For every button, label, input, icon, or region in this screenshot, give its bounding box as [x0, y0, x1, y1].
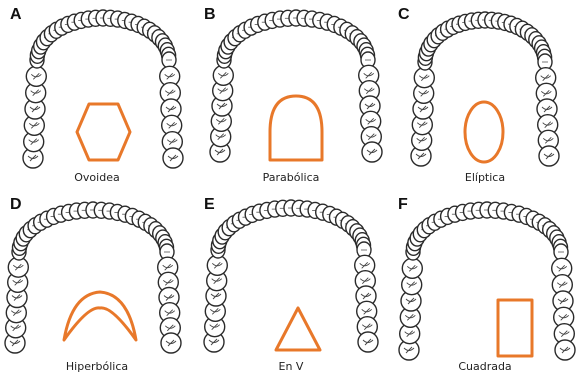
panel-letter: C — [398, 6, 410, 24]
hyperbolic-shape — [64, 292, 136, 340]
panel-letter: E — [204, 196, 215, 214]
dental-arch-d — [0, 190, 194, 379]
panel-letter: D — [10, 196, 22, 214]
dental-arch-a — [0, 0, 194, 189]
dental-arch-c — [388, 0, 582, 189]
panel-f: F Cuadrada — [388, 190, 582, 379]
teeth-arch — [399, 202, 575, 360]
shape-label: Parabólica — [194, 171, 388, 184]
shape-label: Hiperbólica — [0, 360, 194, 373]
dental-arch-b — [194, 0, 388, 189]
panel-a: A Ovoidea — [0, 0, 194, 189]
shape-label: Elíptica — [388, 171, 582, 184]
panel-d: D Hiperbólica — [0, 190, 194, 379]
teeth-arch — [411, 12, 559, 166]
panel-c: C Elíptica — [388, 0, 582, 189]
teeth-arch — [210, 10, 382, 162]
panel-letter: B — [204, 6, 216, 24]
ovoid-hexagon-shape — [77, 104, 130, 160]
v-triangle-shape — [276, 308, 320, 350]
shape-label: En V — [194, 360, 388, 373]
parabolic-arch-shape — [270, 96, 322, 160]
panel-e: E En V — [194, 190, 388, 379]
teeth-arch — [5, 202, 181, 353]
square-shape — [498, 300, 532, 356]
dental-arch-f — [388, 190, 582, 379]
panel-letter: F — [398, 196, 408, 214]
teeth-arch — [23, 10, 183, 168]
elliptic-shape — [465, 102, 503, 162]
teeth-arch — [204, 200, 378, 352]
shape-label: Cuadrada — [388, 360, 582, 373]
shape-label: Ovoidea — [0, 171, 194, 184]
panel-b: B Parabólica — [194, 0, 388, 189]
dental-arch-e — [194, 190, 388, 379]
panel-letter: A — [10, 6, 22, 24]
